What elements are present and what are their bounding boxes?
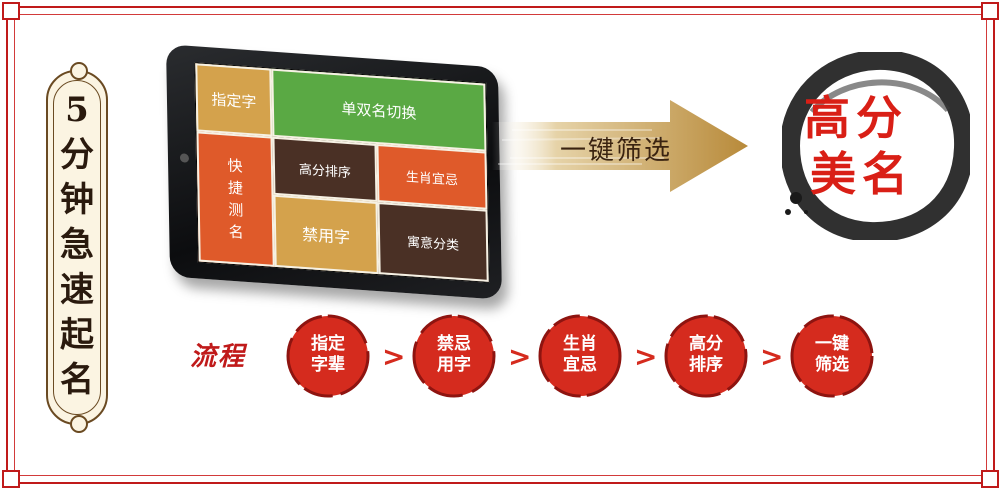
- banner-char: 急: [60, 225, 94, 265]
- step-line-2: 宜忌: [563, 355, 597, 375]
- step-line-2: 用字: [437, 355, 471, 375]
- step-separator: >: [382, 340, 406, 373]
- outer-frame: [6, 6, 995, 484]
- tile-forbidden-chars[interactable]: 禁用字: [273, 194, 379, 275]
- banner-char: 分: [60, 135, 94, 175]
- seal-icon: [286, 314, 370, 398]
- tile-label: 禁用字: [301, 224, 351, 248]
- step-line-1: 高分: [689, 334, 723, 354]
- seal-icon: [664, 314, 748, 398]
- process-label: 流程: [190, 342, 247, 372]
- step-line-2: 字辈: [311, 355, 345, 375]
- tile-label-char: 捷: [227, 178, 244, 198]
- tile-label: 指定字: [211, 89, 257, 112]
- step-line-1: 一键: [815, 334, 849, 354]
- step-line-1: 指定: [311, 334, 345, 354]
- ink-circle-icon: [782, 52, 970, 240]
- frame-corner-top-right: [981, 2, 999, 20]
- tile-label: 寓意分类: [406, 234, 460, 254]
- banner-knob-bottom: [70, 415, 88, 433]
- banner-char: 速: [60, 270, 94, 310]
- one-click-filter-label: 一键筛选: [560, 136, 673, 166]
- tile-label: 生肖宜忌: [405, 169, 459, 189]
- step-line-2: 排序: [689, 355, 723, 375]
- process-step-3: 生肖 宜忌: [536, 312, 624, 400]
- seal-icon: [412, 314, 496, 398]
- seal-icon: [538, 314, 622, 398]
- tablet-device: 指定字 单双名切换 快 捷 测 名 高分排序 生肖宜忌 禁用字 寓意分类: [166, 44, 502, 300]
- seal-icon: [790, 314, 874, 398]
- result-text: 高分 美名: [800, 90, 940, 202]
- tile-assign-character[interactable]: 指定字: [195, 63, 273, 137]
- tile-label-char: 快: [227, 156, 243, 176]
- process-step-1: 指定 字辈: [284, 312, 372, 400]
- tile-label-char: 测: [228, 200, 244, 220]
- frame-corner-bottom-left: [2, 470, 20, 488]
- step-separator: >: [634, 340, 658, 373]
- step-line-1: 生肖: [563, 334, 597, 354]
- process-step-2: 禁忌 用字: [410, 312, 498, 400]
- result-line-1: 高分: [804, 91, 908, 145]
- banner-knob-top: [70, 62, 88, 80]
- banner-text: 5 分 钟 急 速 起 名: [48, 88, 106, 403]
- vertical-banner: 5 分 钟 急 速 起 名: [46, 62, 108, 433]
- result-line-2: 美名: [810, 147, 914, 201]
- tablet-home-button: [179, 153, 190, 163]
- process-step-4: 高分 排序: [662, 312, 750, 400]
- tablet-screen: 指定字 单双名切换 快 捷 测 名 高分排序 生肖宜忌 禁用字 寓意分类: [194, 62, 490, 283]
- tile-label: 高分排序: [298, 162, 352, 181]
- tile-label-char: 名: [228, 222, 244, 242]
- arrow-right-icon: [492, 100, 748, 192]
- step-separator: >: [760, 340, 784, 373]
- inner-frame: [14, 14, 987, 476]
- tile-quick-naming[interactable]: 快 捷 测 名: [196, 131, 275, 267]
- tile-score-sort[interactable]: 高分排序: [272, 136, 378, 203]
- banner-char: 起: [60, 315, 94, 355]
- frame-corner-top-left: [2, 2, 20, 20]
- banner-char: 钟: [60, 180, 94, 220]
- tile-zodiac[interactable]: 生肖宜忌: [376, 143, 488, 210]
- process-step-5: 一键 筛选: [788, 312, 876, 400]
- tile-meaning-category[interactable]: 寓意分类: [377, 202, 489, 282]
- frame-corner-bottom-right: [981, 470, 999, 488]
- banner-char: 5: [65, 90, 89, 130]
- step-line-2: 筛选: [815, 355, 849, 375]
- banner-char: 名: [60, 360, 94, 400]
- step-separator: >: [508, 340, 532, 373]
- tile-label: 单双名切换: [341, 98, 417, 123]
- step-line-1: 禁忌: [437, 334, 471, 354]
